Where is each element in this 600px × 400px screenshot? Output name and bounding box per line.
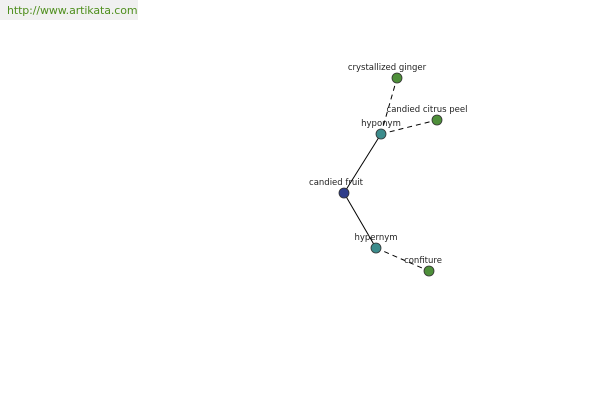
node-crystallized-ginger[interactable] (391, 72, 403, 84)
node-candied-citrus-peel[interactable] (431, 114, 443, 126)
edge-hyponym-candied-citrus-peel (380, 119, 438, 135)
label-confiture: confiture (404, 256, 442, 266)
site-watermark[interactable]: http://www.artikata.com (0, 0, 138, 20)
node-confiture[interactable] (423, 265, 435, 277)
edge-hyponym-crystallized-ginger (380, 77, 398, 135)
node-hypernym[interactable] (370, 242, 382, 254)
label-hypernym: hypernym (354, 233, 397, 243)
label-root: candied fruit (309, 178, 364, 188)
edge-root-hypernym (343, 192, 377, 249)
label-crystallized-ginger: crystallized ginger (348, 63, 427, 73)
label-candied-citrus-peel: candied citrus peel (387, 105, 468, 115)
node-hyponym[interactable] (375, 128, 387, 140)
edge-root-hyponym (343, 133, 382, 194)
node-root[interactable] (338, 187, 350, 199)
label-hyponym: hyponym (361, 119, 401, 129)
edge-hypernym-confiture (375, 247, 430, 272)
